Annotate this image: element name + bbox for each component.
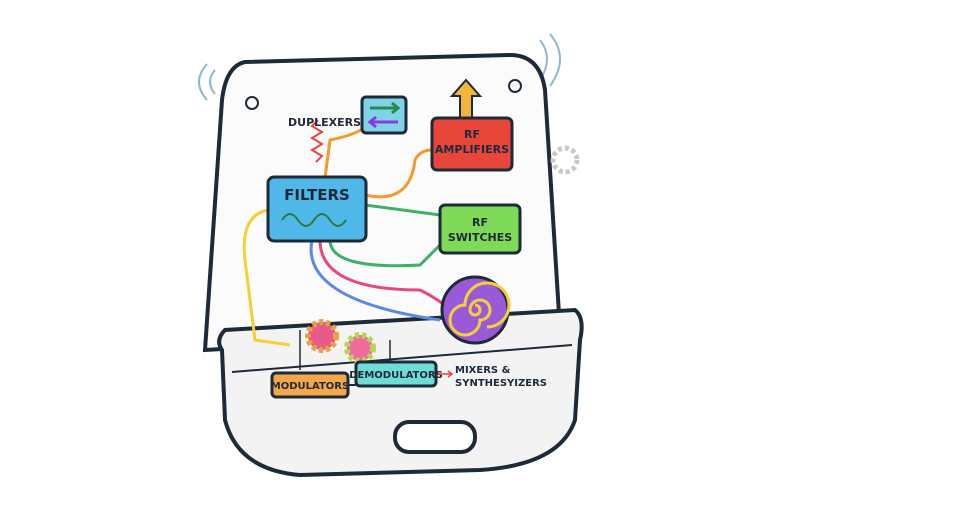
zigzag-signal <box>310 119 324 163</box>
gear-icon <box>344 332 376 364</box>
rf-amplifiers-label-line1: RF <box>464 128 480 141</box>
gear-icon <box>550 145 580 175</box>
demodulators-label: DEMODULATORS <box>349 370 443 381</box>
mixer-swirl-icon <box>440 275 511 345</box>
case-handle <box>393 420 477 454</box>
rf-amplifiers-label-line2: AMPLIFIERS <box>435 143 509 156</box>
filters-label: FILTERS <box>284 186 350 204</box>
sine-wave-icon <box>281 213 347 227</box>
duplexers-label: DUPLEXERS <box>288 116 361 129</box>
signal-waves-icon <box>198 33 561 101</box>
rf-switches-label-line2: SWITCHES <box>448 231 512 244</box>
gear-icon <box>305 319 339 353</box>
filters-box: FILTERS <box>266 175 368 243</box>
modulators-box: MODULATORS <box>270 371 350 399</box>
arrow-icon <box>438 370 454 378</box>
demodulators-box: DEMODULATORS <box>349 360 443 388</box>
modulators-label: MODULATORS <box>271 381 349 392</box>
rf-switches-label-line1: RF <box>472 216 488 229</box>
mixers-label-line1: MIXERS & <box>455 365 511 376</box>
duplexers-box <box>360 95 408 135</box>
mixers-label-line2: SYNTHESYIZERS <box>455 378 547 389</box>
up-arrow-icon <box>449 78 483 119</box>
rf-amplifiers-box: RF AMPLIFIERS <box>430 116 514 172</box>
rf-switches-box: RF SWITCHES <box>438 203 522 255</box>
